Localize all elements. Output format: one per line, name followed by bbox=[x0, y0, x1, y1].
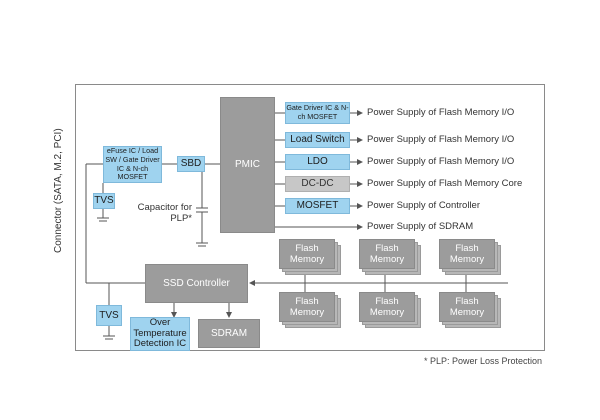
load-switch-block: Load Switch bbox=[285, 132, 350, 148]
flash-memory-2: Flash Memory bbox=[359, 239, 421, 275]
output-label-1: Power Supply of Flash Memory I/O bbox=[367, 107, 515, 118]
output-label-3: Power Supply of Flash Memory I/O bbox=[367, 156, 515, 167]
dcdc-block: DC-DC bbox=[285, 176, 350, 192]
flash-memory-3: Flash Memory bbox=[439, 239, 501, 275]
capacitor-label: Capacitor for PLP* bbox=[137, 202, 192, 224]
output-label-2: Power Supply of Flash Memory I/O bbox=[367, 134, 515, 145]
flash-memory-6: Flash Memory bbox=[439, 292, 501, 328]
mosfet-block: MOSFET bbox=[285, 198, 350, 214]
flash-memory-1: Flash Memory bbox=[279, 239, 341, 275]
footnote: * PLP: Power Loss Protection bbox=[423, 356, 542, 366]
over-temperature-block: Over Temperature Detection IC bbox=[130, 317, 190, 351]
tvs-bottom-block: TVS bbox=[96, 305, 122, 326]
pmic-block: PMIC bbox=[220, 97, 275, 233]
sdram-block: SDRAM bbox=[198, 319, 260, 348]
ssd-controller-block: SSD Controller bbox=[145, 264, 248, 303]
output-label-6: Power Supply of SDRAM bbox=[367, 221, 474, 232]
efuse-block: eFuse IC / Load SW / Gate Driver IC & N-… bbox=[103, 146, 162, 183]
output-label-5: Power Supply of Controller bbox=[367, 200, 480, 211]
connector-label: Connector (SATA, M.2, PCI) bbox=[53, 128, 64, 253]
gate-driver-block: Gate Driver IC & N-ch MOSFET bbox=[285, 102, 350, 124]
ldo-block: LDO bbox=[285, 154, 350, 170]
flash-memory-4: Flash Memory bbox=[279, 292, 341, 328]
output-label-4: Power Supply of Flash Memory Core bbox=[367, 178, 523, 189]
tvs-top-block: TVS bbox=[93, 193, 115, 209]
sbd-block: SBD bbox=[177, 156, 205, 172]
flash-memory-5: Flash Memory bbox=[359, 292, 421, 328]
